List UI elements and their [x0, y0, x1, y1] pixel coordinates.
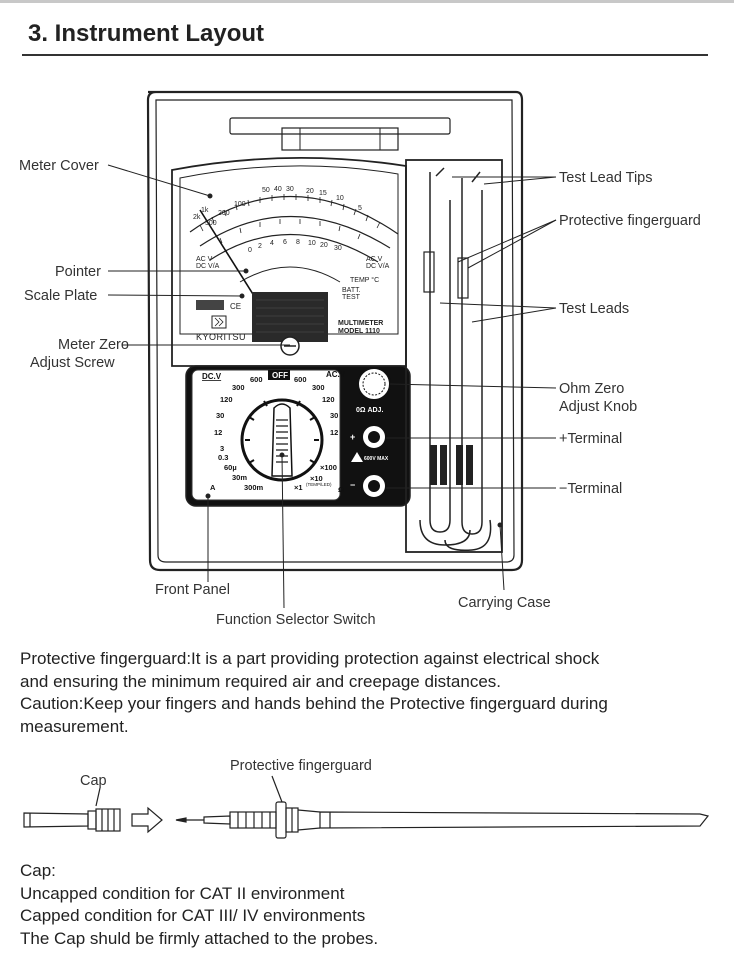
range-ma: A	[210, 483, 216, 492]
scale-left-1: 2k	[193, 214, 201, 221]
meter-batt-test: TEST	[342, 294, 361, 301]
label-front-panel: Front Panel	[155, 582, 230, 598]
cap-notes: Cap: Uncapped condition for CAT II envir…	[20, 860, 378, 950]
scale-mid-4: 6	[283, 239, 287, 246]
range-l-600: 600	[250, 375, 263, 384]
range-r-300: 300	[312, 383, 325, 392]
range-r-600: 600	[294, 375, 307, 384]
range-ohm-10: ×10	[310, 474, 323, 483]
range-l-30m: 30m	[232, 473, 247, 482]
scale-mid-3: 4	[270, 240, 274, 247]
cap-notes-line-3: The Cap shuld be firmly attached to the …	[20, 928, 379, 948]
range-r-120: 120	[322, 395, 335, 404]
meter-model-line2: MODEL 1110	[338, 328, 380, 335]
description-line-4: measurement.	[20, 716, 129, 736]
label-function-selector: Function Selector Switch	[216, 612, 376, 628]
instrument-illustration: 50 40 30 20 15 10 5 2k 1k 500 200 100 0 …	[107, 90, 557, 609]
meter-dcva: DC V/A	[196, 263, 220, 270]
scale-mid-1: 0	[248, 247, 252, 254]
range-l-300m: 300m	[244, 483, 264, 492]
label-meter-zero-line2: Adjust Screw	[30, 355, 115, 371]
range-r-30: 30	[330, 411, 338, 420]
label-plus-terminal: +Terminal	[559, 431, 623, 447]
range-ohm-100: ×100	[320, 463, 337, 472]
range-r-12: 12	[330, 428, 338, 437]
scale-mid-7: 20	[320, 242, 328, 249]
scale-top-5: 15	[319, 190, 327, 197]
label-probe-fingerguard: Protective fingerguard	[230, 758, 372, 774]
range-ohm-1: ×1	[294, 483, 303, 492]
meter-batt: BATT.	[342, 287, 361, 294]
scale-top-7: 5	[358, 205, 362, 212]
scale-top-6: 10	[336, 195, 344, 202]
scale-left-4: 200	[218, 210, 230, 217]
scale-left-3: 500	[205, 220, 217, 227]
label-carrying-case: Carrying Case	[458, 595, 551, 611]
range-omega: Ω	[338, 485, 344, 494]
heading-rule	[22, 54, 708, 56]
front-panel: DC.V AC.V OFF OFF 600 300 120 30 12 3 0.…	[185, 365, 411, 507]
meter-temp: TEMP °C	[350, 276, 379, 284]
label-ohm-zero: Ohm Zero	[559, 381, 625, 397]
cap-notes-line-1: Uncapped condition for CAT II environmen…	[20, 883, 345, 903]
scale-mid-5: 8	[296, 239, 300, 246]
scale-mid-2: 2	[258, 243, 262, 250]
meter-ce-mark: CE	[230, 302, 241, 311]
range-l-12: 12	[214, 428, 222, 437]
meter-brand: KYORITSU	[196, 332, 246, 342]
scale-top-4: 20	[306, 188, 314, 195]
description-paragraph: Protective fingerguard:It is a part prov…	[20, 648, 720, 738]
meter-model-line1: MULTIMETER	[338, 320, 383, 327]
panel-acv: AC.V	[326, 370, 346, 379]
description-line-1: Protective fingerguard:It is a part prov…	[20, 649, 600, 668]
cap-notes-line-2: Capped condition for CAT III/ IV environ…	[20, 906, 366, 925]
carrying-case	[146, 90, 524, 572]
label-minus-terminal: −Terminal	[559, 481, 623, 497]
label-meter-cover: Meter Cover	[19, 158, 99, 174]
label-scale-plate: Scale Plate	[24, 288, 98, 304]
scale-top-2: 40	[274, 186, 282, 193]
panel-voltage-max: 600V MAX	[364, 456, 389, 462]
panel-plus: +	[350, 432, 355, 442]
panel-minus: −	[350, 480, 355, 490]
label-ohm-zero-line2: Adjust Knob	[559, 399, 638, 415]
panel-off-label: OFF	[272, 371, 288, 380]
panel-dcv: DC.V	[202, 372, 222, 381]
range-l-300: 300	[232, 383, 245, 392]
panel-temp-led: (TEMP/LED)	[306, 482, 332, 487]
label-test-leads: Test Leads	[559, 301, 630, 317]
callout-lines	[107, 164, 557, 609]
scale-top-1: 50	[262, 187, 270, 194]
range-l-120: 120	[220, 395, 233, 404]
top-border	[0, 0, 734, 3]
description-line-2: and ensuring the minimum required air an…	[20, 671, 501, 691]
label-protective-fingerguard: Protective fingerguard	[559, 213, 701, 229]
probe-figure	[23, 775, 710, 839]
scale-left-5: 100	[234, 201, 246, 208]
label-test-lead-tips: Test Lead Tips	[559, 170, 653, 186]
range-l-3: 3	[220, 444, 224, 453]
label-pointer: Pointer	[55, 264, 101, 280]
scale-top-3: 30	[286, 186, 294, 193]
cap-notes-title: Cap:	[20, 861, 56, 880]
description-line-3: Caution:Keep your fingers and hands behi…	[20, 694, 608, 713]
meter-acv-right: AC V	[366, 256, 383, 263]
meter-acv: AC V	[196, 256, 213, 263]
scale-mid-6: 10	[308, 240, 316, 247]
panel-ohm-adj: 0Ω ADJ.	[356, 407, 383, 414]
scale-left-2: 1k	[201, 207, 209, 214]
section-heading: 3. Instrument Layout	[28, 20, 265, 47]
label-meter-zero: Meter Zero	[58, 337, 129, 353]
meter-dcva-right: DC V/A	[366, 263, 390, 270]
range-l-60u: 60µ	[224, 463, 237, 472]
meter-body: 50 40 30 20 15 10 5 2k 1k 500 200 100 0 …	[171, 157, 407, 367]
label-cap: Cap	[80, 773, 107, 789]
range-l-30: 30	[216, 411, 224, 420]
test-leads	[405, 159, 503, 553]
scale-mid-8: 30	[334, 245, 342, 252]
range-l-0.3: 0.3	[218, 453, 228, 462]
